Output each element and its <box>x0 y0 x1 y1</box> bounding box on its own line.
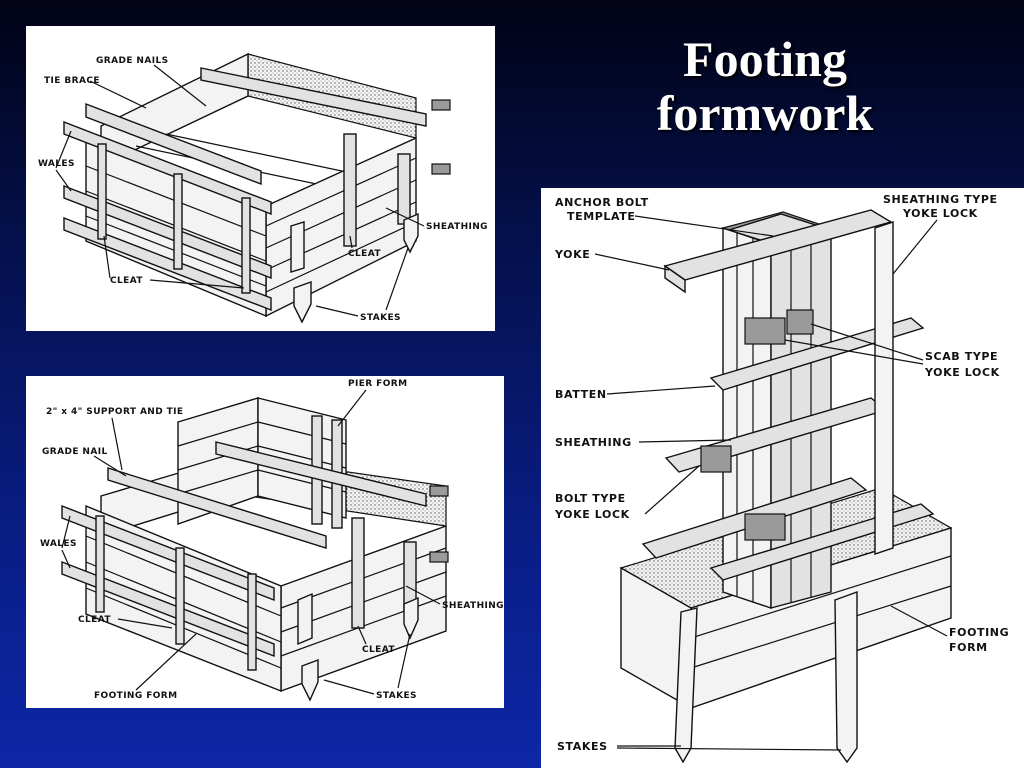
label-wales: WALES <box>40 539 77 549</box>
label-tie-brace: TIE BRACE <box>44 76 100 86</box>
label-stakes: STAKES <box>360 313 401 323</box>
pier-footing-form-drawing: PIER FORM 2" x 4" SUPPORT AND TIE GRADE … <box>40 379 504 702</box>
label-cleat-left: CLEAT <box>110 276 143 286</box>
label-scab-type-yoke-lock: YOKE LOCK <box>924 366 1000 379</box>
label-grade-nails: GRADE NAILS <box>96 56 169 66</box>
label-cleat-right: CLEAT <box>348 249 381 259</box>
column-form-drawing: ANCHOR BOLT TEMPLATE YOKE SHEATHING TYPE… <box>554 193 1009 764</box>
label-pier-form: PIER FORM <box>348 379 407 389</box>
pier-footing-form-diagram: PIER FORM 2" x 4" SUPPORT AND TIE GRADE … <box>26 376 504 708</box>
label-sheathing-type-yoke-lock: YOKE LOCK <box>902 207 978 220</box>
label-stakes: STAKES <box>557 740 608 753</box>
label-footing-form: FORM <box>949 641 988 654</box>
label-sheathing-type: SHEATHING TYPE <box>883 193 998 206</box>
label-scab-type: SCAB TYPE <box>925 350 998 363</box>
label-sheathing: SHEATHING <box>555 436 632 449</box>
title-line-2: formwork <box>656 85 874 141</box>
title-line-1: Footing <box>683 31 847 87</box>
label-sheathing: SHEATHING <box>442 601 504 611</box>
footing-form-diagram: GRADE NAILS TIE BRACE WALES CLEAT CLEAT … <box>26 26 495 331</box>
label-template: TEMPLATE <box>567 210 636 223</box>
slide-title: Footing formwork <box>600 32 930 140</box>
label-yoke: YOKE <box>554 248 590 261</box>
label-batten: BATTEN <box>555 388 607 401</box>
footing-form-drawing: GRADE NAILS TIE BRACE WALES CLEAT CLEAT … <box>38 52 488 324</box>
label-cleat-left: CLEAT <box>78 615 111 625</box>
label-stakes: STAKES <box>376 691 417 701</box>
label-sheathing: SHEATHING <box>426 222 488 232</box>
label-bolt-type: BOLT TYPE <box>555 492 626 505</box>
label-support-and-tie: 2" x 4" SUPPORT AND TIE <box>46 407 183 417</box>
label-cleat-right: CLEAT <box>362 645 395 655</box>
label-footing: FOOTING <box>949 626 1009 639</box>
label-anchor-bolt: ANCHOR BOLT <box>555 196 649 209</box>
label-wales: WALES <box>38 159 75 169</box>
column-form-diagram: ANCHOR BOLT TEMPLATE YOKE SHEATHING TYPE… <box>541 188 1024 768</box>
label-grade-nail: GRADE NAIL <box>42 447 108 457</box>
label-bolt-type-yoke-lock: YOKE LOCK <box>554 508 630 521</box>
label-footing-form: FOOTING FORM <box>94 691 177 701</box>
